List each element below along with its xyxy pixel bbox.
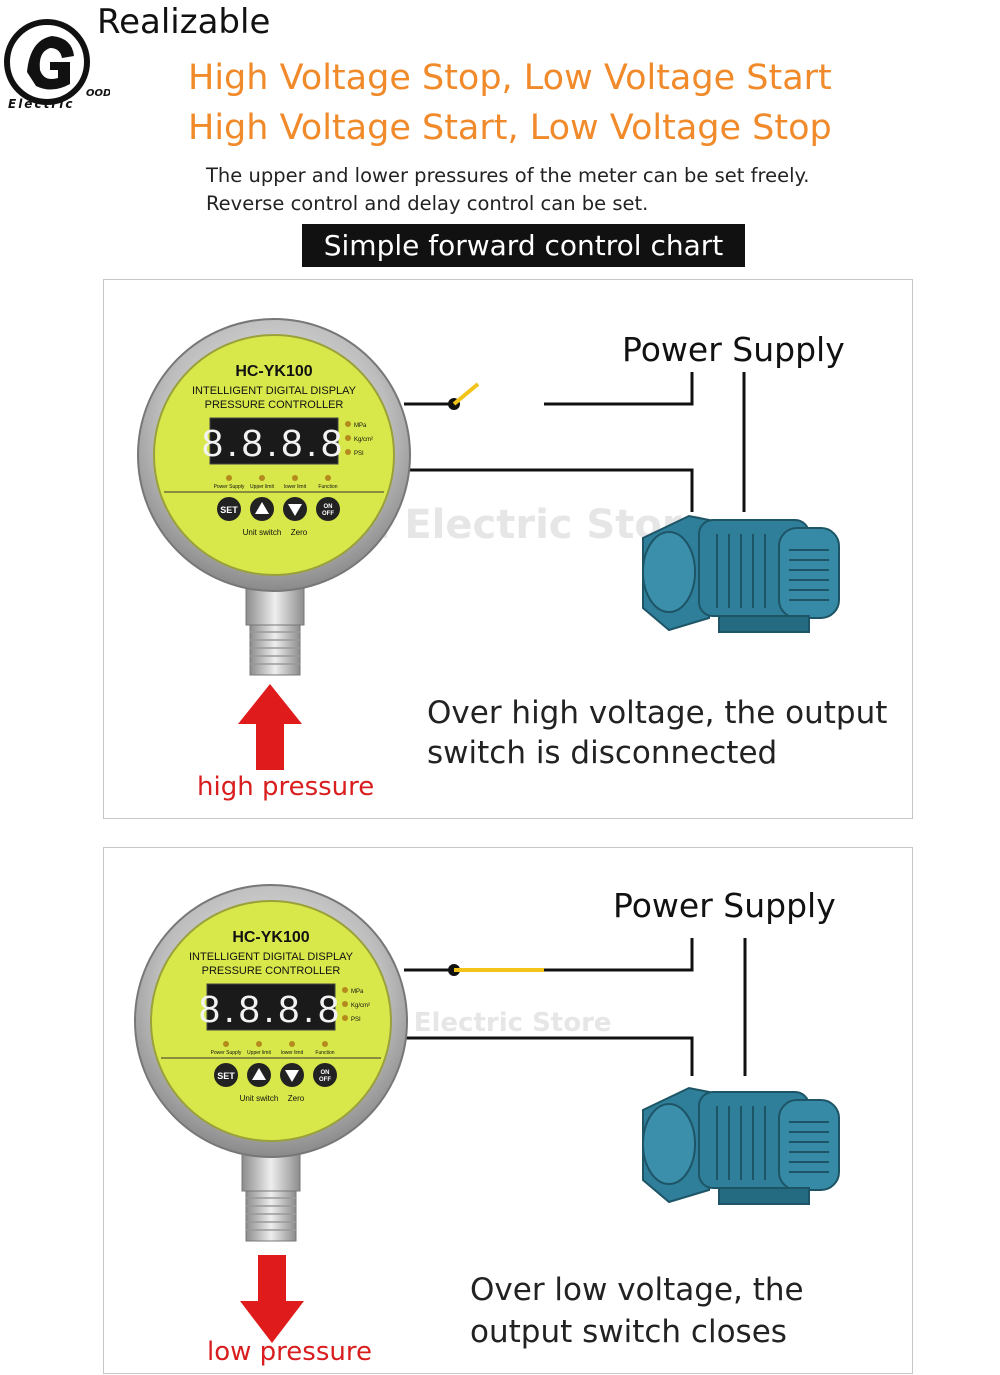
on-label: ON: [321, 1070, 330, 1076]
indicator-power: Power Supply: [214, 484, 245, 490]
water-pump: [642, 514, 840, 633]
gauge-line2: PRESSURE CONTROLLER: [202, 965, 341, 977]
unit-switch-label: Unit switch: [240, 1094, 279, 1103]
caption-line1: Over high voltage, the output: [427, 695, 888, 731]
unit-switch-label: Unit switch: [243, 528, 282, 537]
off-label: OFF: [319, 1077, 331, 1083]
pressure-controller-gauge: HC-YK100 INTELLIGENT DIGITAL DISPLAY PRE…: [137, 318, 411, 676]
headline-high-stop: High Voltage Stop, Low Voltage Start: [188, 58, 832, 98]
indicator-lower: lower limit: [284, 484, 307, 490]
power-supply-label: Power Supply: [613, 886, 836, 925]
set-button-label: SET: [220, 505, 238, 515]
down-arrow-icon: [288, 504, 302, 516]
open-switch-blade: [452, 382, 480, 406]
led-display: [206, 983, 336, 1031]
caption-line2: output switch closes: [470, 1314, 787, 1350]
realizable-heading: Realizable: [97, 2, 271, 42]
led-display: [209, 417, 339, 465]
pressure-controller-gauge: HC-YK100 INTELLIGENT DIGITAL DISPLAY PRE…: [134, 884, 408, 1242]
gauge-model: HC-YK100: [235, 363, 312, 380]
gauge-line1: INTELLIGENT DIGITAL DISPLAY: [192, 385, 357, 397]
led-digits: 8.8.8.8: [199, 989, 343, 1031]
on-off-button: [313, 1063, 337, 1087]
led-digits: 8.8.8.8: [202, 423, 346, 465]
note-pressure-setting: The upper and lower pressures of the met…: [206, 164, 810, 187]
set-button-label: SET: [217, 1071, 235, 1081]
pressure-label: high pressure: [197, 772, 375, 802]
indicator-function: Function: [318, 484, 337, 490]
indicator-power: Power Supply: [211, 1050, 242, 1056]
gauge-line2: PRESSURE CONTROLLER: [205, 399, 344, 411]
note-reverse-control: Reverse control and delay control can be…: [206, 192, 649, 215]
pressure-label: low pressure: [207, 1337, 372, 1367]
indicator-lower: lower limit: [281, 1050, 304, 1056]
wiring-diagram-top: [404, 372, 746, 512]
panel-high-pressure: Good Electric Store HC-YK100 INTELLIGENT…: [103, 279, 913, 819]
up-arrow-icon: [252, 1068, 266, 1080]
wiring-diagram-bottom: [404, 938, 747, 1076]
gauge-line1: INTELLIGENT DIGITAL DISPLAY: [189, 951, 354, 963]
off-label: OFF: [322, 511, 334, 517]
water-pump: [642, 1086, 840, 1205]
brand-logo: OOD Electric: [2, 12, 111, 112]
logo-text: Electric: [8, 97, 74, 111]
panel-low-pressure: Good Electric Store HC-YK100 INTELLIGENT…: [103, 847, 913, 1374]
down-arrow-icon: [285, 1070, 299, 1082]
chart-title-banner: Simple forward control chart: [302, 224, 745, 267]
on-label: ON: [324, 504, 333, 510]
unit-kgcm: Kg/cm²: [351, 1003, 370, 1009]
caption-line1: Over low voltage, the: [470, 1272, 804, 1308]
down-arrow-icon: [240, 1255, 304, 1343]
unit-mpa: MPa: [351, 989, 364, 995]
headline-high-start: High Voltage Start, Low Voltage Stop: [188, 108, 832, 148]
caption-line2: switch is disconnected: [427, 735, 778, 771]
logo-badge: OOD: [86, 88, 110, 99]
set-button: [214, 1063, 238, 1087]
up-arrow-icon: [238, 684, 302, 770]
unit-psi: PSI: [351, 1017, 361, 1023]
set-button: [217, 497, 241, 521]
gauge-model: HC-YK100: [232, 929, 309, 946]
unit-kgcm: Kg/cm²: [354, 437, 373, 443]
indicator-function: Function: [315, 1050, 334, 1056]
unit-psi: PSI: [354, 451, 364, 457]
power-supply-label: Power Supply: [622, 330, 845, 369]
zero-label: Zero: [288, 1094, 305, 1103]
zero-label: Zero: [291, 528, 308, 537]
indicator-upper: Upper limit: [250, 484, 275, 490]
unit-mpa: MPa: [354, 423, 367, 429]
indicator-upper: Upper limit: [247, 1050, 272, 1056]
up-arrow-icon: [255, 502, 269, 514]
on-off-button: [316, 497, 340, 521]
